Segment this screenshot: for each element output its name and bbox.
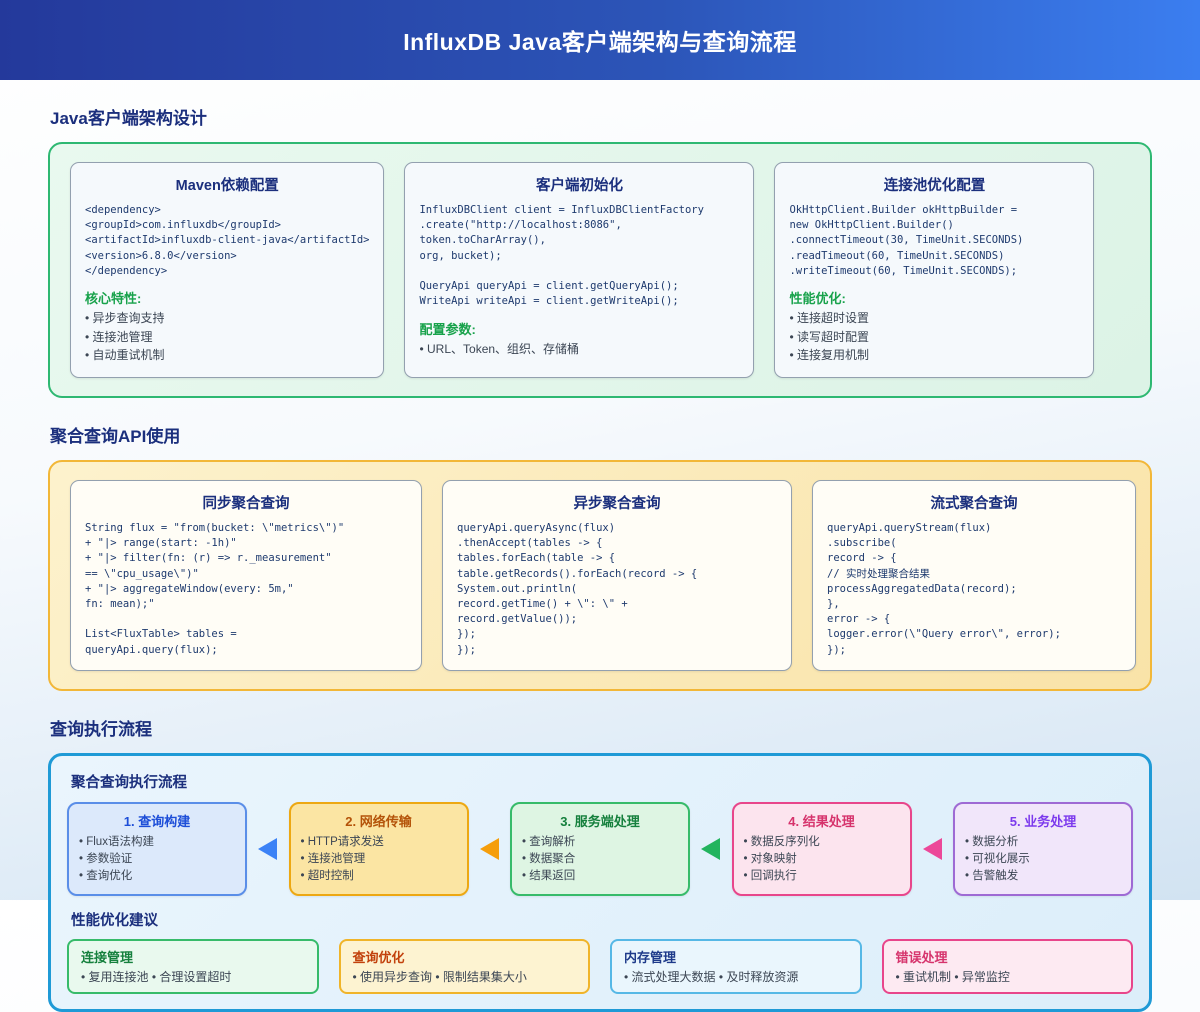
tip-text: • 复用连接池 • 合理设置超时	[81, 969, 232, 984]
list-item: • 连接池管理	[85, 329, 153, 344]
card-client-init: 客户端初始化 InfluxDBClient client = InfluxDBC…	[404, 162, 755, 378]
card-title: 流式聚合查询	[930, 495, 1018, 512]
feature-heading: 核心特性:	[85, 291, 142, 307]
code-block: String flux = "from(bucket: \"metrics\")…	[85, 521, 345, 656]
tips-row: 连接管理 • 复用连接池 • 合理设置超时 查询优化 • 使用异步查询 • 限制…	[67, 938, 1133, 994]
card-title: 客户端初始化	[535, 178, 623, 194]
card-stream-query: 流式聚合查询 queryApi.queryStream(flux) .subsc…	[812, 479, 1136, 671]
tip-text: • 流式处理大数据 • 及时释放资源	[624, 969, 799, 984]
list-item: • 连接复用机制	[789, 348, 870, 363]
list-item: • Flux语法构建	[79, 835, 154, 848]
step-business-processing: 5. 业务处理 • 数据分析 • 可视化展示 • 告警触发	[953, 801, 1133, 896]
list-item: • 数据反序列化	[743, 835, 820, 848]
list-item: • 数据分析	[965, 835, 1019, 848]
section-title-api: 聚合查询API使用	[50, 426, 181, 446]
list-item: • 结果返回	[522, 870, 576, 883]
list-item: • 自动重试机制	[85, 348, 165, 363]
feature-list: • URL、Token、组织、存储桶	[419, 340, 739, 359]
list-item: • HTTP请求发送	[300, 835, 384, 848]
step-title: 5. 业务处理	[1009, 813, 1077, 829]
card-sync-query: 同步聚合查询 String flux = "from(bucket: \"met…	[70, 479, 422, 671]
content: Java客户端架构设计 Maven依赖配置 <dependency> <grou…	[0, 104, 1200, 1012]
tip-title: 查询优化	[352, 949, 405, 965]
list-item: • 告警触发	[965, 870, 1019, 883]
list-item: • 连接超时设置	[789, 311, 870, 326]
feature-heading: 性能优化:	[789, 291, 846, 307]
card-maven-config: Maven依赖配置 <dependency> <groupId>com.infl…	[70, 162, 385, 378]
tip-memory-management: 内存管理 • 流式处理大数据 • 及时释放资源	[610, 938, 862, 994]
card-title: Maven依赖配置	[175, 178, 279, 194]
step-network-transfer: 2. 网络传输 • HTTP请求发送 • 连接池管理 • 超时控制	[288, 801, 469, 896]
list-item: • URL、Token、组织、存储桶	[419, 341, 580, 356]
flow-panel: 聚合查询执行流程 1. 查询构建 • Flux语法构建 • 参数验证 • 查询优化 …	[48, 752, 1152, 1012]
step-items: • 数据反序列化 • 对象映射 • 回调执行	[744, 834, 900, 886]
code-block: <dependency> <groupId>com.influxdb</grou…	[85, 204, 370, 277]
page-header: InfluxDB Java客户端架构与查询流程	[0, 0, 1200, 80]
list-item: • 查询优化	[79, 870, 133, 883]
card-title: 连接池优化配置	[883, 178, 986, 194]
feature-list: • 异步查询支持 • 连接池管理 • 自动重试机制	[85, 309, 369, 365]
list-item: • 回调执行	[743, 870, 797, 883]
card-title: 同步聚合查询	[202, 495, 290, 512]
arrow-left-icon	[701, 837, 721, 860]
section-title-architecture: Java客户端架构设计	[50, 109, 207, 128]
step-server-processing: 3. 服务端处理 • 查询解析 • 数据聚合 • 结果返回	[510, 801, 690, 896]
tip-text: • 使用异步查询 • 限制结果集大小	[352, 969, 527, 984]
tips-title: 性能优化建议	[71, 912, 158, 929]
step-items: • 数据分析 • 可视化展示 • 告警触发	[965, 834, 1121, 886]
step-items: • Flux语法构建 • 参数验证 • 查询优化	[79, 834, 235, 886]
feature-heading: 配置参数:	[419, 321, 476, 337]
section-title-flow: 查询执行流程	[50, 719, 152, 739]
step-result-processing: 4. 结果处理 • 数据反序列化 • 对象映射 • 回调执行	[731, 801, 912, 896]
list-item: • 对象映射	[743, 853, 797, 866]
code-block: queryApi.queryAsync(flux) .thenAccept(ta…	[457, 521, 698, 656]
list-item: • 异步查询支持	[85, 311, 165, 326]
tip-title: 连接管理	[81, 949, 134, 965]
list-item: • 可视化展示	[965, 853, 1030, 866]
architecture-panel: Maven依赖配置 <dependency> <groupId>com.infl…	[48, 142, 1152, 398]
arrow-left-icon	[479, 837, 499, 860]
step-title: 3. 服务端处理	[560, 813, 640, 829]
step-query-build: 1. 查询构建 • Flux语法构建 • 参数验证 • 查询优化	[67, 801, 247, 896]
step-items: • 查询解析 • 数据聚合 • 结果返回	[522, 834, 678, 886]
card-async-query: 异步聚合查询 queryApi.queryAsync(flux) .thenAc…	[442, 479, 792, 671]
list-item: • 数据聚合	[522, 853, 576, 866]
list-item: • 读写超时配置	[789, 329, 870, 344]
api-panel: 同步聚合查询 String flux = "from(bucket: \"met…	[48, 459, 1152, 691]
arrow-left-icon	[258, 837, 278, 860]
list-item: • 参数验证	[79, 853, 133, 866]
code-block: OkHttpClient.Builder okHttpBuilder = new…	[789, 204, 1024, 277]
tip-text: • 重试机制 • 异常监控	[895, 969, 1010, 984]
feature-list: • 连接超时设置 • 读写超时配置 • 连接复用机制	[789, 309, 1079, 365]
list-item: • 超时控制	[300, 870, 354, 883]
card-title: 异步聚合查询	[573, 495, 661, 512]
code-block: InfluxDBClient client = InfluxDBClientFa…	[419, 204, 704, 308]
tip-error-handling: 错误处理 • 重试机制 • 异常监控	[881, 938, 1133, 994]
tip-title: 错误处理	[895, 949, 948, 965]
flow-panel-title: 聚合查询执行流程	[71, 774, 187, 791]
list-item: • 查询解析	[522, 835, 576, 848]
step-items: • HTTP请求发送 • 连接池管理 • 超时控制	[301, 834, 457, 886]
step-title: 2. 网络传输	[345, 813, 412, 829]
card-pool-config: 连接池优化配置 OkHttpClient.Builder okHttpBuild…	[774, 162, 1095, 378]
list-item: • 连接池管理	[300, 853, 366, 866]
step-title: 1. 查询构建	[123, 813, 191, 829]
tip-connection-management: 连接管理 • 复用连接池 • 合理设置超时	[67, 938, 319, 994]
step-title: 4. 结果处理	[788, 813, 855, 829]
page-title: InfluxDB Java客户端架构与查询流程	[403, 29, 797, 55]
code-block: queryApi.queryStream(flux) .subscribe( r…	[827, 521, 1061, 656]
tip-title: 内存管理	[624, 949, 677, 965]
arrow-left-icon	[922, 837, 942, 860]
flow-steps: 1. 查询构建 • Flux语法构建 • 参数验证 • 查询优化 2. 网络传输 •…	[67, 801, 1133, 896]
tip-query-optimization: 查询优化 • 使用异步查询 • 限制结果集大小	[338, 938, 590, 994]
